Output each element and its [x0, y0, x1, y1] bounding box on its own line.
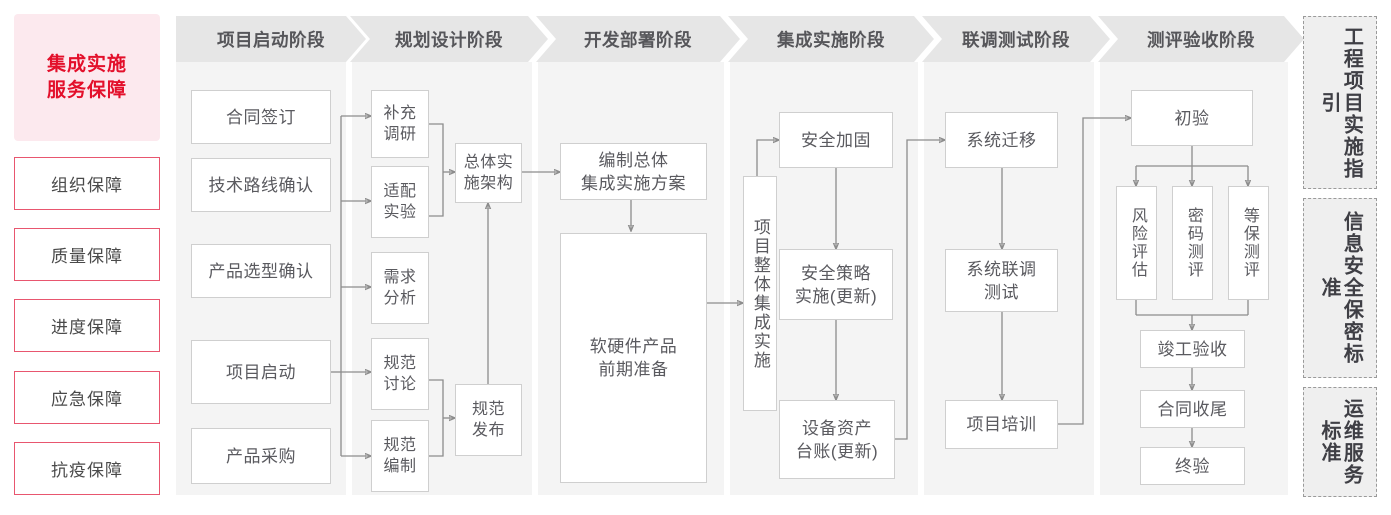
- standard-label: 工程项目实施指引: [1318, 25, 1363, 180]
- phase-header-4[interactable]: 集成实施阶段: [728, 16, 934, 62]
- node-security-policy-implementation[interactable]: 安全策略实施(更新): [779, 249, 893, 320]
- node-requirements-analysis[interactable]: 需求分析: [371, 252, 429, 324]
- rail-item-label: 组织保障: [51, 176, 123, 195]
- node-project-kickoff[interactable]: 项目启动: [191, 340, 331, 404]
- node-label: 合同签订: [226, 107, 296, 127]
- node-spec-release[interactable]: 规范发布: [455, 384, 522, 456]
- node-label: 项目整体集成实施: [750, 217, 770, 370]
- phase-header-label: 开发部署阶段: [584, 29, 692, 50]
- node-label: 设备资产台账(更新): [795, 418, 879, 461]
- rail-item-schedule[interactable]: 进度保障: [14, 299, 160, 352]
- phase-header-2[interactable]: 规划设计阶段: [350, 16, 548, 62]
- node-label: 系统迁移: [966, 130, 1037, 150]
- node-security-hardening[interactable]: 安全加固: [779, 112, 893, 168]
- node-supplementary-survey[interactable]: 补充调研: [371, 90, 429, 158]
- phase-header-label: 测评验收阶段: [1147, 29, 1255, 50]
- phase-header-6[interactable]: 测评验收阶段: [1098, 16, 1304, 62]
- rail-item-emergency[interactable]: 应急保障: [14, 371, 160, 424]
- phase-header-1[interactable]: 项目启动阶段: [176, 16, 366, 62]
- rail-item-label: 质量保障: [51, 247, 123, 266]
- standard-information-security-confidentiality[interactable]: 信息安全保密标准: [1303, 198, 1377, 378]
- node-overall-project-integration[interactable]: 项目整体集成实施: [743, 176, 777, 411]
- rail-item-epidemic[interactable]: 抗疫保障: [14, 442, 160, 495]
- node-label: 软硬件产品前期准备: [589, 337, 678, 379]
- node-spec-drafting[interactable]: 规范编制: [371, 420, 429, 492]
- node-final-acceptance[interactable]: 终验: [1140, 447, 1245, 485]
- node-label: 需求分析: [383, 269, 417, 307]
- node-label: 合同收尾: [1157, 399, 1228, 419]
- node-label: 等保测评: [1240, 207, 1258, 279]
- node-label: 初验: [1174, 108, 1210, 128]
- node-label: 产品采购: [226, 446, 296, 466]
- diagram-title-line-1: 集成实施: [46, 53, 127, 75]
- node-product-procurement[interactable]: 产品采购: [191, 428, 331, 484]
- standard-label: 运维服务标准: [1318, 398, 1363, 486]
- rail-item-label: 进度保障: [51, 318, 123, 337]
- node-label: 终验: [1175, 456, 1210, 476]
- node-cryptography-evaluation[interactable]: 密码测评: [1172, 186, 1213, 300]
- node-label: 密码测评: [1184, 207, 1202, 279]
- node-label: 安全加固: [801, 130, 871, 150]
- node-label: 规范编制: [383, 437, 417, 475]
- node-label: 总体实施架构: [463, 154, 514, 192]
- node-system-joint-debug-test[interactable]: 系统联调测试: [945, 249, 1058, 312]
- node-risk-assessment[interactable]: 风险评估: [1116, 186, 1157, 300]
- node-adaptation-experiment[interactable]: 适配实验: [371, 166, 429, 238]
- node-label: 技术路线确认: [208, 175, 314, 195]
- phase-header-3[interactable]: 开发部署阶段: [536, 16, 740, 62]
- node-label: 竣工验收: [1157, 339, 1228, 359]
- node-label: 项目培训: [966, 415, 1037, 434]
- node-label: 风险评估: [1128, 207, 1146, 279]
- node-label: 系统联调测试: [966, 259, 1037, 302]
- diagram-title-card: 集成实施 服务保障: [14, 14, 160, 141]
- node-preliminary-acceptance[interactable]: 初验: [1131, 90, 1253, 146]
- phase-header-label: 联调测试阶段: [962, 29, 1070, 50]
- node-spec-discussion[interactable]: 规范讨论: [371, 338, 429, 410]
- standard-operation-maintenance-service[interactable]: 运维服务标准: [1303, 387, 1377, 497]
- phase-header-label: 项目启动阶段: [217, 29, 325, 50]
- rail-item-quality[interactable]: 质量保障: [14, 228, 160, 281]
- node-equipment-asset-ledger[interactable]: 设备资产台账(更新): [779, 400, 895, 479]
- node-overall-integration-plan[interactable]: 编制总体集成实施方案: [560, 143, 707, 200]
- node-product-selection-confirm[interactable]: 产品选型确认: [191, 244, 331, 298]
- node-label: 产品选型确认: [208, 261, 314, 281]
- node-system-migration[interactable]: 系统迁移: [945, 112, 1058, 168]
- phase-header-5[interactable]: 联调测试阶段: [922, 16, 1110, 62]
- node-contract-closure[interactable]: 合同收尾: [1140, 390, 1245, 428]
- standard-label: 信息安全保密标准: [1318, 211, 1363, 365]
- node-tech-route-confirm[interactable]: 技术路线确认: [191, 158, 331, 212]
- node-label: 规范讨论: [383, 355, 417, 393]
- node-overall-implementation-architecture[interactable]: 总体实施架构: [455, 143, 522, 203]
- phase-header-label: 规划设计阶段: [395, 29, 503, 50]
- node-label: 编制总体集成实施方案: [581, 150, 686, 193]
- phase-header-label: 集成实施阶段: [777, 29, 885, 50]
- rail-item-label: 抗疫保障: [51, 461, 123, 480]
- node-label: 补充调研: [383, 105, 417, 143]
- node-label: 适配实验: [383, 183, 417, 221]
- node-classified-protection-evaluation[interactable]: 等保测评: [1228, 186, 1269, 300]
- node-label: 安全策略实施(更新): [794, 263, 878, 306]
- rail-item-organization[interactable]: 组织保障: [14, 157, 160, 210]
- rail-item-label: 应急保障: [51, 390, 123, 409]
- node-label: 项目启动: [226, 362, 296, 382]
- node-hardware-software-preparation[interactable]: 软硬件产品前期准备: [560, 233, 707, 483]
- standard-engineering-project-guide[interactable]: 工程项目实施指引: [1303, 16, 1377, 189]
- diagram-title-line-2: 服务保障: [46, 79, 127, 101]
- node-completion-acceptance[interactable]: 竣工验收: [1140, 330, 1245, 368]
- node-project-training[interactable]: 项目培训: [945, 400, 1058, 449]
- node-contract-signing[interactable]: 合同签订: [191, 90, 331, 144]
- node-label: 规范发布: [471, 401, 505, 439]
